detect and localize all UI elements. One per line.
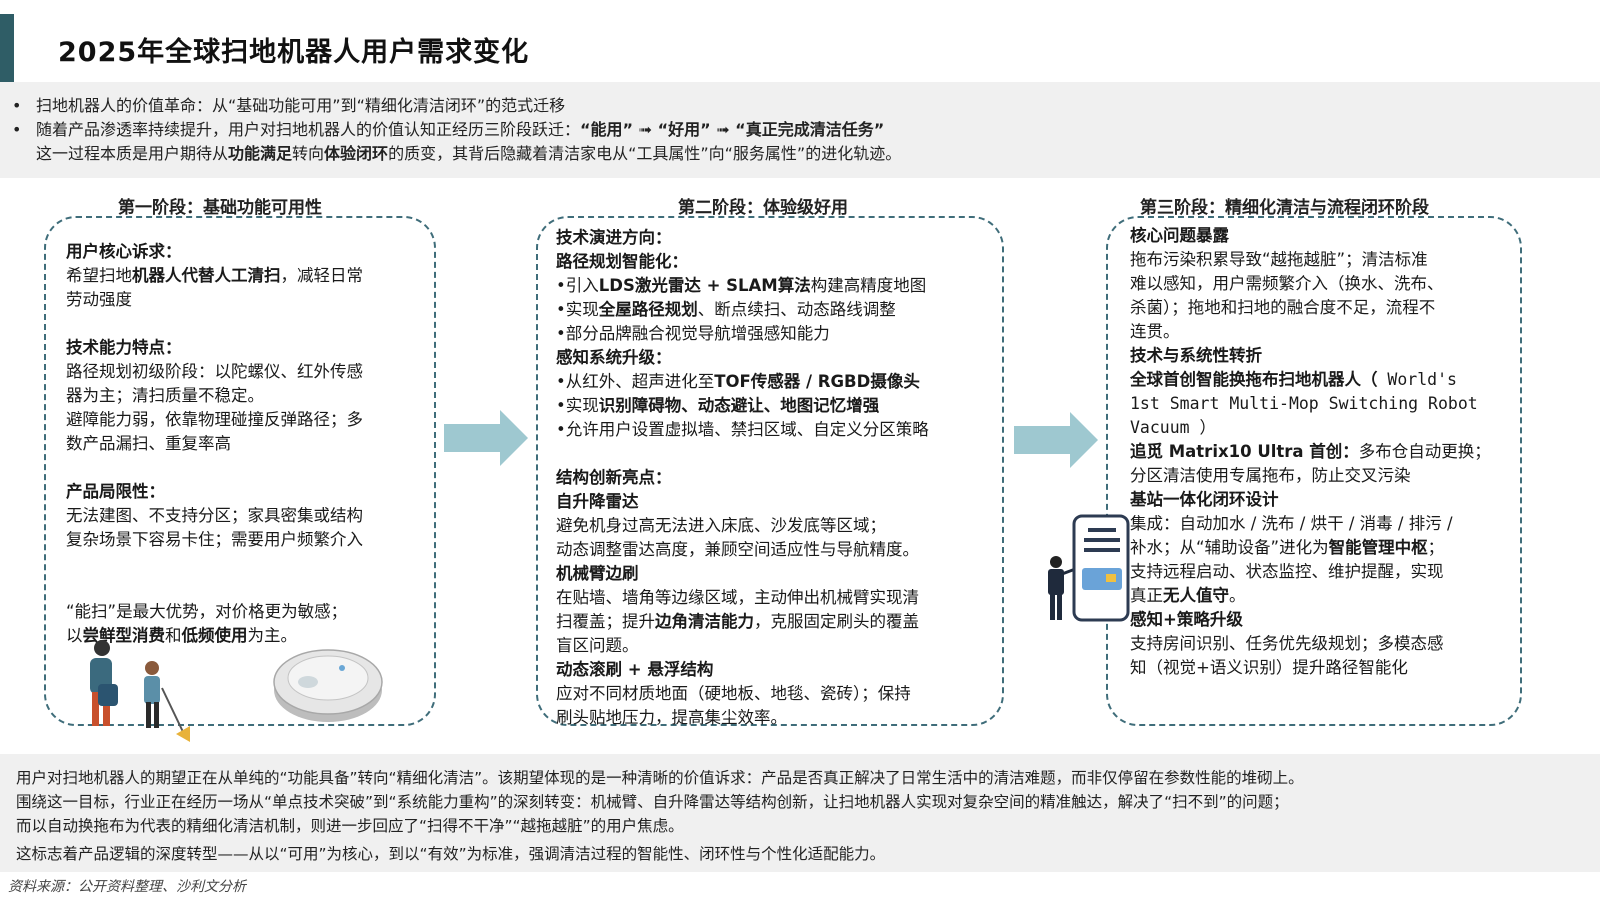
intro-line-3: 这一过程本质是用户期待从功能满足转向体验闭环的质变，其背后隐藏着清洁家电从“工具…	[36, 144, 902, 163]
source-note: 资料来源：公开资料整理、沙利文分析	[8, 879, 246, 895]
intro-bullet-1: •扫地机器人的价值革命：从“基础功能可用”到“精细化清洁闭环”的范式迁移	[12, 96, 566, 115]
summary-panel: 用户对扫地机器人的期望正在从单纯的“功能具备”转向“精细化清洁”。该期望体现的是…	[0, 754, 1600, 872]
summary-conclusion: 这标志着产品逻辑的深度转型——从以“可用”为核心，到以“有效”为标准，强调清洁过…	[16, 845, 886, 863]
stage-progression: “能用” ➟ “好用” ➟ “真正完成清洁任务”	[580, 120, 885, 139]
stage-3-box	[1106, 216, 1522, 726]
stage-2-title: 第二阶段：体验级好用	[678, 198, 848, 218]
intro-panel: •扫地机器人的价值革命：从“基础功能可用”到“精细化清洁闭环”的范式迁移 •随着…	[0, 82, 1600, 178]
stage-2-content: 技术演进方向： 路径规划智能化： •引入LDS激光雷达 + SLAM算法构建高精…	[556, 228, 929, 727]
title-accent-bar	[0, 14, 14, 82]
stage-2-box	[536, 216, 1004, 726]
intro-bullet-2: •随着产品渗透率持续提升，用户对扫地机器人的价值认知正经历三阶段跃迁：“能用” …	[12, 118, 1600, 142]
stage-1-content: 用户核心诉求： 希望扫地机器人代替人工清扫，减轻日常 劳动强度 技术能力特点： …	[66, 242, 363, 645]
cleaning-people-illustration-icon	[90, 640, 190, 742]
robot-vacuum-icon	[273, 649, 383, 722]
stage-3-content: 核心问题暴露 拖布污染积累导致“越拖越脏”；清洁标准 难以感知，用户需频繁介入（…	[1130, 226, 1491, 677]
stage-1-box	[44, 216, 436, 726]
stage-1-title: 第一阶段：基础功能可用性	[118, 198, 322, 218]
page-title: 2025年全球扫地机器人用户需求变化	[58, 37, 530, 68]
summary-line: 而以自动换拖布为代表的精细化清洁机制，则进一步回应了“扫得不干净”“越拖越脏”的…	[16, 817, 684, 835]
summary-line: 围绕这一目标，行业正在经历一场从“单点技术突破”到“系统能力重构”的深刻转变：机…	[16, 793, 1289, 811]
phone-app-illustration-icon	[1048, 514, 1130, 622]
stage-3-title: 第三阶段：精细化清洁与流程闭环阶段	[1140, 198, 1429, 218]
arrow-right-icon	[1014, 412, 1098, 468]
arrow-right-icon	[444, 410, 528, 466]
summary-line: 用户对扫地机器人的期望正在从单纯的“功能具备”转向“精细化清洁”。该期望体现的是…	[16, 769, 1304, 787]
